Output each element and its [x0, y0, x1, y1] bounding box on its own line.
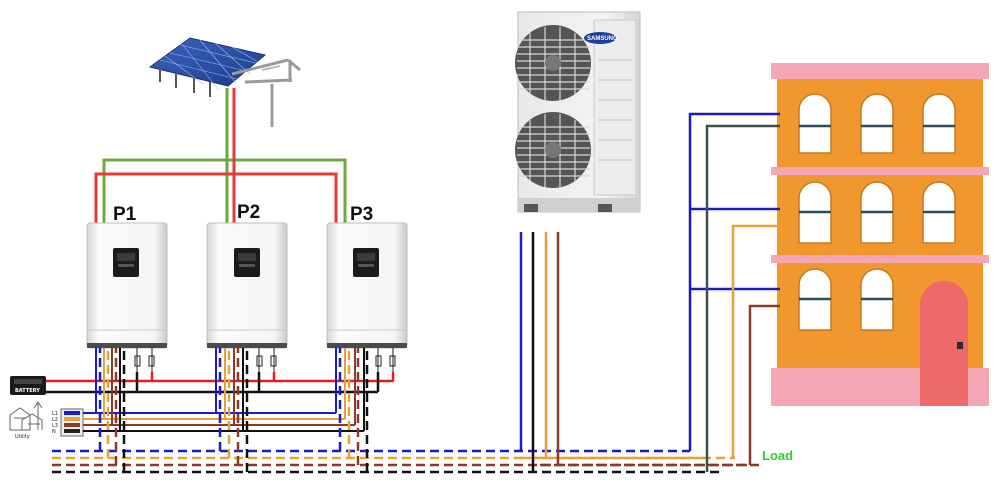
neutral-label: N: [52, 429, 56, 435]
inverter-p3-label: P3: [350, 204, 373, 225]
ac-output-bus: [52, 348, 750, 474]
window: [798, 93, 832, 154]
window: [860, 181, 894, 244]
fan-grille-top: [515, 25, 591, 101]
window: [798, 268, 832, 331]
pv-positive-wire: [94, 88, 338, 225]
ac-brand-logo: [584, 32, 616, 44]
window: [922, 181, 956, 244]
output-l2-wire: [52, 348, 705, 460]
load-label: Load: [762, 448, 793, 463]
inverter-p2-label: P2: [237, 202, 260, 223]
phase-l3-label: L3: [52, 423, 58, 429]
output-l1-wire: [52, 348, 690, 453]
pv-negative-wire: [102, 88, 347, 225]
feeder-l3: [748, 304, 780, 465]
feeder-neutral: [705, 124, 780, 472]
solar-panel-array: [148, 37, 301, 127]
door: [920, 281, 968, 406]
air-conditioner-outdoor-unit: SAMSUNG: [515, 11, 641, 213]
pv-wiring: [94, 88, 347, 225]
building-feeder-wiring: [688, 112, 780, 472]
utility-label: Utility: [15, 434, 30, 440]
window: [860, 93, 894, 154]
utility-input-wiring: [83, 348, 365, 432]
fan-grille-bottom: [515, 112, 591, 188]
window: [922, 93, 956, 154]
building-load: [771, 63, 989, 406]
phase-l1-label: L1: [52, 411, 58, 417]
inverter-p2: [206, 222, 288, 349]
inverter-display: [113, 248, 139, 277]
inverter-display: [234, 248, 260, 277]
inverter-p3: [326, 222, 408, 349]
utility-grid-icon: Utility: [9, 401, 43, 440]
window: [798, 181, 832, 244]
ac-unit-wiring: [519, 232, 560, 472]
window: [860, 268, 894, 331]
output-l3-wire: [52, 348, 750, 467]
battery: BATTERY: [10, 376, 46, 395]
output-neutral-wire: [52, 348, 722, 474]
utility-breaker: L1 L2 L3 N: [52, 408, 84, 437]
feeder-l1: [688, 112, 780, 451]
inverter-p1-label: P1: [113, 204, 137, 225]
ac-brand-label: SAMSUNG: [587, 36, 618, 42]
inverter-p1: [86, 222, 168, 349]
battery-label: BATTERY: [15, 388, 40, 394]
inverter-display: [353, 248, 379, 277]
feeder-l2: [731, 224, 780, 458]
battery-negative-wire: [46, 372, 380, 394]
phase-l2-label: L2: [52, 417, 58, 423]
